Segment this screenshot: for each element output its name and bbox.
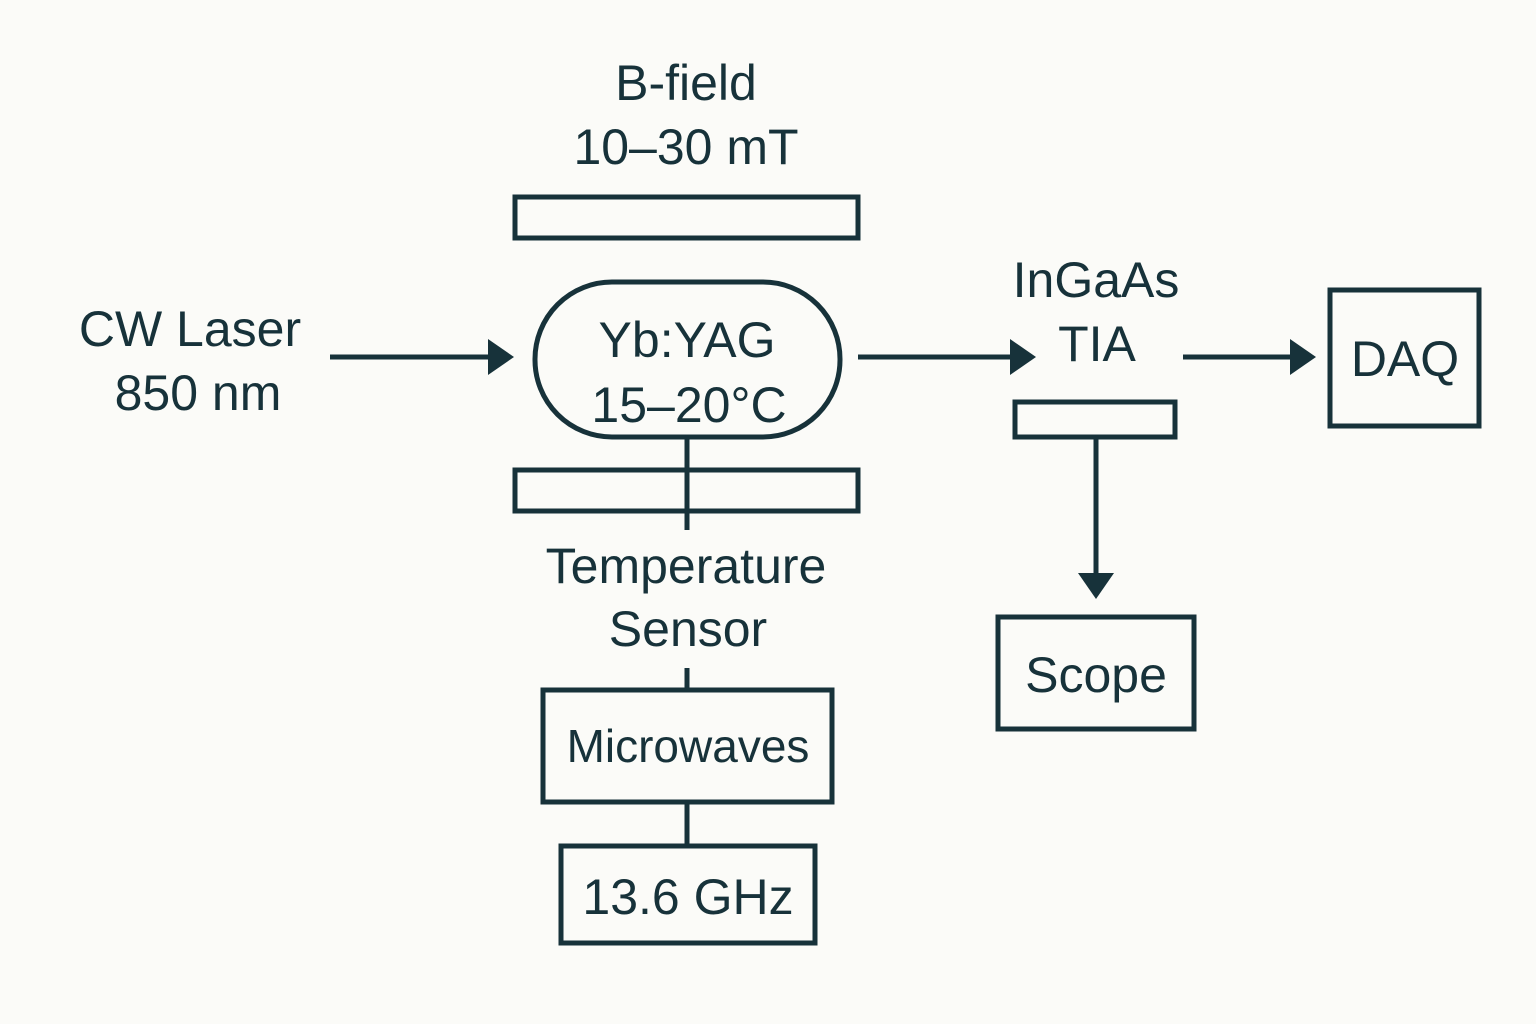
crystal-temperature: 15–20°C xyxy=(591,377,786,433)
arrow-detector-to-daq xyxy=(1183,339,1316,375)
detector-label: InGaAs xyxy=(1013,252,1180,308)
arrow-detector-to-scope xyxy=(1078,437,1114,599)
frequency-box xyxy=(558,843,818,946)
crystal-label: Yb:YAG xyxy=(599,312,776,368)
detector-bar xyxy=(1012,399,1178,440)
laser-wavelength: 850 nm xyxy=(115,365,282,421)
arrow-crystal-to-detector xyxy=(858,339,1036,375)
bfield-label: B-field xyxy=(615,55,757,111)
frequency-label: 13.6 GHz xyxy=(582,869,793,925)
daq-label: DAQ xyxy=(1351,331,1459,387)
detector-amplifier: TIA xyxy=(1058,316,1136,372)
scope-label: Scope xyxy=(1025,647,1167,703)
temperature-sensor-label: Temperature xyxy=(546,538,827,594)
laser-label: CW Laser xyxy=(79,301,301,357)
arrow-laser-to-crystal xyxy=(330,339,514,375)
scope-box xyxy=(995,614,1197,732)
bfield-coil-top xyxy=(512,194,861,241)
daq-box xyxy=(1327,287,1482,429)
microwaves-label: Microwaves xyxy=(567,720,810,772)
temperature-sensor-label-2: Sensor xyxy=(609,601,767,657)
bfield-range: 10–30 mT xyxy=(573,119,798,175)
